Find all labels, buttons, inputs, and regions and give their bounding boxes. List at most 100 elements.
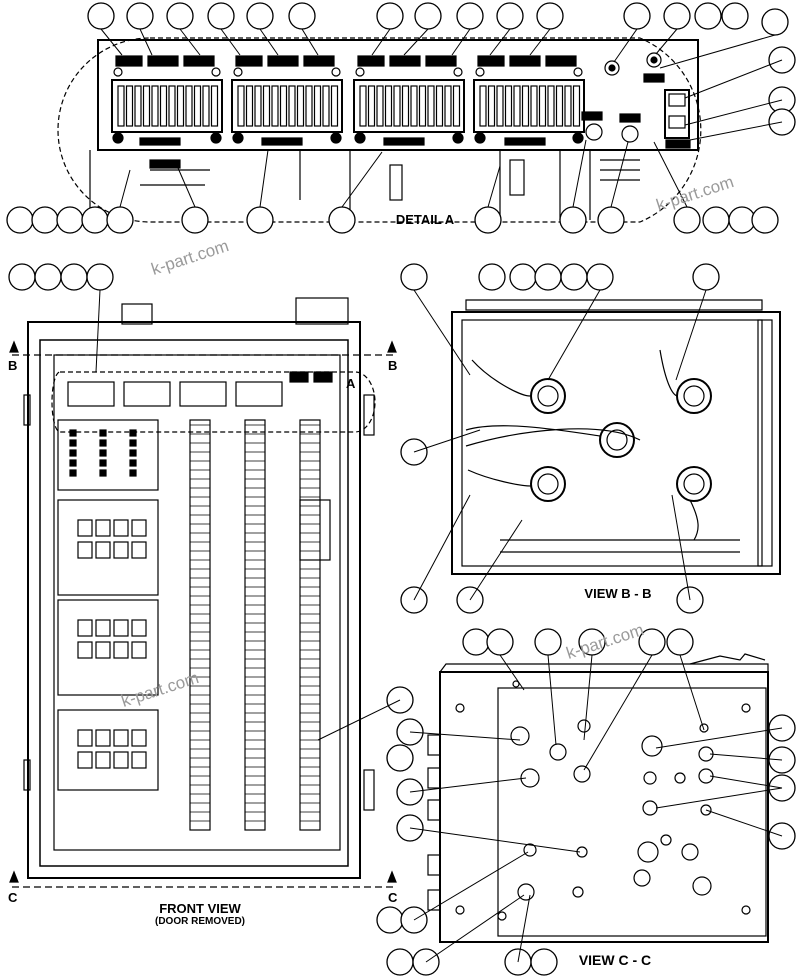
section-c-left: C xyxy=(8,890,18,905)
terminal-slot xyxy=(330,85,339,127)
terminal-slot xyxy=(572,85,581,127)
callout-balloon xyxy=(534,628,562,656)
screw-icon xyxy=(572,132,584,144)
relay-module xyxy=(131,541,147,559)
mounting-hole xyxy=(523,843,537,857)
detail-a-label: DETAIL A xyxy=(395,212,455,227)
leader-line xyxy=(317,699,401,741)
mounting-hole xyxy=(512,680,520,688)
component-dot xyxy=(99,429,107,437)
terminal-slot xyxy=(401,85,410,127)
mounting-hole xyxy=(577,719,591,733)
view-bb-label: VIEW B - B xyxy=(584,586,652,601)
callout-balloon xyxy=(560,263,588,291)
tag-plate xyxy=(389,55,421,67)
terminal-slot xyxy=(513,85,521,127)
screw-icon xyxy=(210,132,222,144)
callout-balloon xyxy=(81,206,109,234)
callout-balloon xyxy=(34,263,62,291)
mounting-hole xyxy=(642,800,658,816)
relay-module xyxy=(95,541,111,559)
terminal-slot xyxy=(359,85,367,127)
callout-balloon xyxy=(534,263,562,291)
front-view-cabinet xyxy=(9,297,397,888)
mounting-hole xyxy=(572,886,584,898)
terminal-slot xyxy=(376,85,384,127)
callout-balloon xyxy=(509,263,537,291)
leader-line xyxy=(499,654,525,691)
terminal-slot xyxy=(151,85,159,127)
terminal-slot xyxy=(296,85,305,127)
leader-line xyxy=(529,28,551,56)
leader-line xyxy=(709,775,783,789)
leader-line xyxy=(684,59,783,99)
din-rail xyxy=(244,419,266,831)
mounting-hole xyxy=(641,735,663,757)
callout-balloon xyxy=(6,206,34,234)
leader-line xyxy=(671,494,691,601)
relay-module xyxy=(77,751,93,769)
mounting-hole xyxy=(660,834,672,846)
callout-balloon xyxy=(87,2,115,30)
relay-module xyxy=(113,541,129,559)
screw-icon xyxy=(211,67,221,77)
leader-line xyxy=(709,753,783,761)
screw-icon xyxy=(354,132,366,144)
front-view-sublabel: (DOOR REMOVED) xyxy=(155,916,245,927)
relay-module xyxy=(95,519,111,537)
terminal-slot xyxy=(254,85,262,127)
relay-module xyxy=(95,751,111,769)
tag-plate xyxy=(115,55,143,67)
leader-line xyxy=(301,28,319,56)
terminal-block xyxy=(353,79,465,133)
component-dot xyxy=(129,459,137,467)
callout-balloon xyxy=(462,628,490,656)
component-dot xyxy=(99,469,107,477)
mounting-hole xyxy=(455,703,465,713)
terminal-slot xyxy=(134,85,142,127)
relay-module xyxy=(131,729,147,747)
screw-icon xyxy=(233,67,243,77)
callout-balloon xyxy=(56,206,84,234)
terminal-slot xyxy=(538,85,547,127)
leader-line xyxy=(487,165,501,208)
callout-balloon xyxy=(246,206,274,234)
view-bb-panel xyxy=(451,299,781,575)
callout-balloon xyxy=(623,2,651,30)
terminal-slot xyxy=(410,85,418,127)
relay-module xyxy=(113,751,129,769)
callout-balloon xyxy=(478,263,506,291)
terminal-slot xyxy=(521,85,530,127)
relay-module xyxy=(113,641,129,659)
callout-balloon xyxy=(694,2,722,30)
mounting-hole xyxy=(700,804,712,816)
relay-module xyxy=(113,519,129,537)
mounting-hole xyxy=(520,768,540,788)
callout-balloon xyxy=(721,2,749,30)
leader-line xyxy=(341,151,383,208)
callout-balloon xyxy=(530,948,558,976)
mounting-hole xyxy=(741,703,751,713)
terminal-slot xyxy=(452,85,461,127)
leader-line xyxy=(403,28,429,56)
terminal-slot xyxy=(435,85,444,127)
relay-module xyxy=(77,541,93,559)
terminal-slot xyxy=(427,85,435,127)
component-dot xyxy=(129,469,137,477)
callout-balloon xyxy=(597,206,625,234)
leader-line xyxy=(451,28,471,56)
component-dot xyxy=(69,449,77,457)
terminal-slot xyxy=(479,85,487,127)
relay-module xyxy=(95,619,111,637)
relay-module xyxy=(77,519,93,537)
tag-plate xyxy=(545,55,577,67)
tag-plate xyxy=(147,55,179,67)
terminal-slot xyxy=(393,85,401,127)
mounting-hole xyxy=(573,765,591,783)
terminal-slot xyxy=(237,85,245,127)
leader-line xyxy=(259,149,269,208)
callout-balloon xyxy=(474,206,502,234)
mounting-hole xyxy=(681,843,699,861)
leader-line xyxy=(655,727,783,749)
terminal-slot xyxy=(193,85,202,127)
